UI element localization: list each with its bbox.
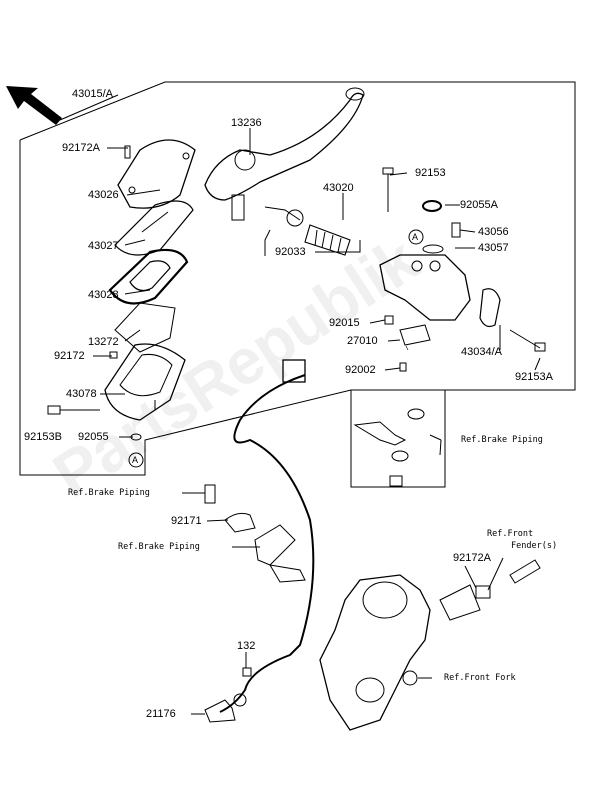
part-label-43020[interactable]: 43020 xyxy=(323,182,354,194)
part-label-43056[interactable]: 43056 xyxy=(478,226,509,238)
part-label-27010[interactable]: 27010 xyxy=(347,335,378,347)
switch-cable xyxy=(219,374,315,713)
ref-front-fender-line1[interactable]: Ref.Front xyxy=(487,529,534,539)
part-label-92172[interactable]: 92172 xyxy=(54,350,85,362)
part-label-92153[interactable]: 92153 xyxy=(415,167,446,179)
part-label-92055a[interactable]: 92055A xyxy=(460,199,498,211)
part-label-43078[interactable]: 43078 xyxy=(66,388,97,400)
piping-frame xyxy=(350,390,446,488)
protector xyxy=(114,302,176,353)
part-label-92153b[interactable]: 92153B xyxy=(24,431,62,443)
part-label-13236[interactable]: 13236 xyxy=(231,117,262,129)
marker-a-bottom-left xyxy=(128,452,144,468)
marker-a-bottom-left-label: A xyxy=(132,455,139,465)
label-separators xyxy=(405,345,409,351)
marker-a-top-right xyxy=(408,229,424,245)
part-label-92015[interactable]: 92015 xyxy=(329,317,360,329)
part-label-43015a[interactable]: 43015/A xyxy=(72,88,113,100)
piston-kit xyxy=(304,224,351,256)
part-label-43026[interactable]: 43026 xyxy=(88,189,119,201)
part-label-21176[interactable]: 21176 xyxy=(146,708,176,720)
ref-front-fender-line2[interactable]: Fender(s) xyxy=(511,541,558,551)
part-label-92172a[interactable]: 92172A xyxy=(62,142,100,154)
ref-brake-piping-top[interactable]: Ref.Brake Piping xyxy=(68,488,150,498)
direction-arrow-icon xyxy=(6,86,62,125)
part-label-132[interactable]: 132 xyxy=(237,640,256,652)
reservoir-body xyxy=(104,343,186,421)
brake-lever xyxy=(204,92,364,201)
fork-bracket xyxy=(319,574,431,731)
speed-sensor xyxy=(204,699,236,723)
part-label-43028[interactable]: 43028 xyxy=(88,289,119,301)
handlebar-clamp xyxy=(479,288,501,328)
part-label-43057[interactable]: 43057 xyxy=(478,242,509,254)
ref-front-fork[interactable]: Ref.Front Fork xyxy=(444,673,516,683)
part-label-92002[interactable]: 92002 xyxy=(345,364,376,376)
part-label-92171[interactable]: 92171 xyxy=(171,515,202,527)
brake-switch xyxy=(399,324,431,346)
part-label-43027[interactable]: 43027 xyxy=(88,240,119,252)
part-label-92033[interactable]: 92033 xyxy=(275,246,306,258)
marker-a-top-right-label: A xyxy=(412,232,419,242)
reservoir-cap xyxy=(117,139,196,209)
part-label-92172a-right[interactable]: 92172A xyxy=(453,552,491,564)
diaphragm-plate xyxy=(114,200,194,256)
part-label-43034a[interactable]: 43034/A xyxy=(461,346,502,358)
part-label-92153a[interactable]: 92153A xyxy=(515,371,553,383)
part-label-92055[interactable]: 92055 xyxy=(78,431,109,443)
ref-brake-piping-right[interactable]: Ref.Brake Piping xyxy=(461,435,543,445)
ref-brake-piping-mid[interactable]: Ref.Brake Piping xyxy=(118,542,200,552)
master-cylinder xyxy=(379,254,471,321)
assembly-frame xyxy=(19,81,576,476)
diaphragm xyxy=(108,248,189,305)
o-ring xyxy=(422,200,442,212)
part-label-13272[interactable]: 13272 xyxy=(88,336,119,348)
